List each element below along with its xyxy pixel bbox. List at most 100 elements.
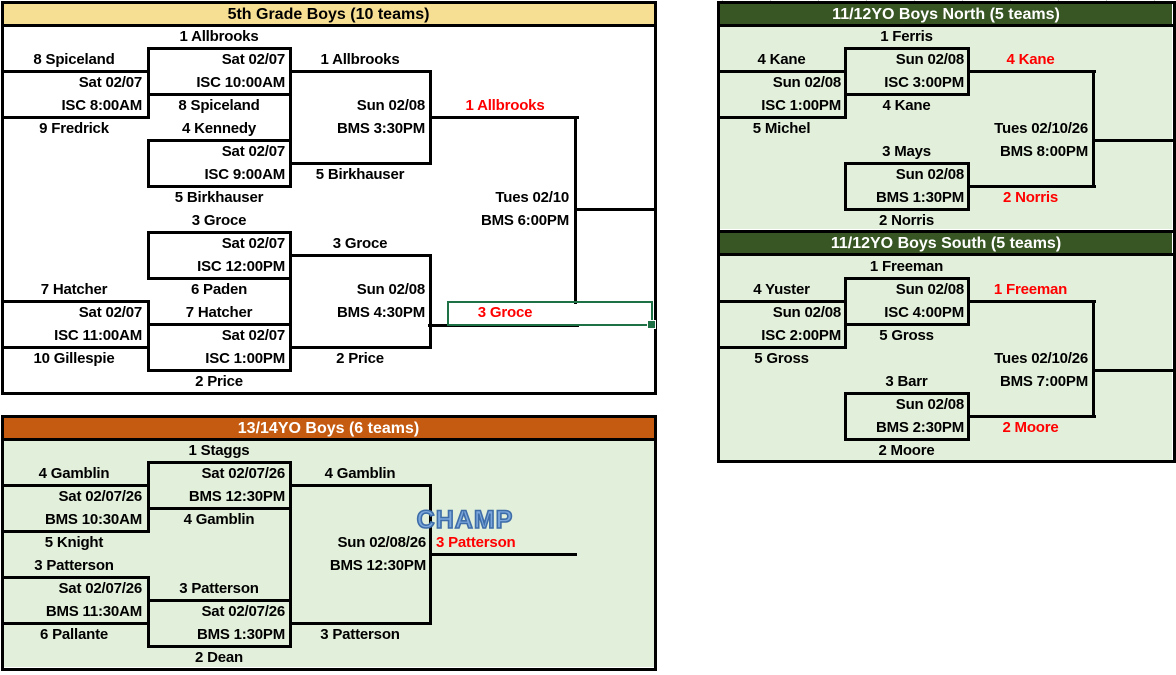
game-time-cell[interactable]: BMS 7:00PM (999, 373, 1088, 390)
team-cell[interactable]: 3 Patterson (34, 557, 114, 574)
game-time-cell[interactable]: BMS 2:30PM (875, 419, 964, 436)
game-time-cell[interactable]: ISC 1:00PM (761, 97, 841, 114)
winner-cell[interactable]: 3 Groce (477, 304, 533, 321)
team-cell[interactable]: 4 Yuster (753, 281, 810, 298)
winner-cell[interactable]: 3 Patterson (436, 534, 516, 551)
game-date-cell[interactable]: Tues 02/10/26 (994, 120, 1088, 137)
team-cell[interactable]: 5 Michel (752, 120, 811, 137)
winner-line (429, 116, 579, 119)
team-cell[interactable]: 6 Paden (190, 281, 248, 298)
game-date-cell[interactable]: Tues 02/10/26 (994, 350, 1088, 367)
team-cell[interactable]: 2 Dean (195, 649, 243, 666)
team-cell[interactable]: 5 Knight (44, 534, 104, 551)
team-cell[interactable]: 2 Price (195, 373, 243, 390)
game-time-cell[interactable]: BMS 11:30AM (45, 603, 142, 620)
team-cell[interactable]: 2 Price (336, 350, 384, 367)
team-cell[interactable]: 4 Kane (757, 51, 806, 68)
team-cell[interactable]: 9 Fredrick (39, 120, 109, 137)
team-cell[interactable]: 1 Ferris (880, 28, 933, 45)
team-cell[interactable]: 4 Gamblin (183, 511, 255, 528)
game-time-cell[interactable]: ISC 9:00AM (204, 166, 285, 183)
team-cell[interactable]: 4 Gamblin (324, 465, 396, 482)
bracket-line (717, 253, 1175, 256)
game-time-cell[interactable]: BMS 12:30PM (329, 557, 426, 574)
game-date-cell[interactable]: Sun 02/08 (356, 97, 425, 114)
game-date-cell[interactable]: Tues 02/10 (495, 189, 569, 206)
bracket-box (1, 415, 657, 671)
team-cell[interactable]: 4 Kennedy (181, 120, 257, 137)
team-cell[interactable]: 1 Freeman (869, 258, 944, 275)
game-time-cell[interactable]: BMS 6:00PM (480, 212, 569, 229)
game-date-cell[interactable]: Sat 02/07/26 (201, 603, 286, 620)
team-cell[interactable]: 1 Allbrooks (179, 28, 259, 45)
game-date-cell[interactable]: Sat 02/07/26 (58, 488, 143, 505)
game-date-cell[interactable]: Sat 02/07 (221, 143, 285, 160)
team-cell[interactable]: 3 Mays (882, 143, 931, 160)
team-cell[interactable]: 8 Spiceland (33, 51, 115, 68)
team-cell[interactable]: 3 Groce (332, 235, 388, 252)
game-date-cell[interactable]: Sun 02/08/26 (337, 534, 427, 551)
game-date-cell[interactable]: Sun 02/08 (895, 166, 964, 183)
team-cell[interactable]: 5 Birkhauser (315, 166, 405, 183)
game-time-cell[interactable]: BMS 1:30PM (875, 189, 964, 206)
team-cell[interactable]: 3 Groce (191, 212, 247, 229)
game-time-cell[interactable]: BMS 4:30PM (336, 304, 425, 321)
winner-cell[interactable]: 2 Norris (1002, 189, 1059, 206)
team-cell[interactable]: 1 Allbrooks (320, 51, 400, 68)
team-cell[interactable]: 6 Pallante (39, 626, 109, 643)
team-cell[interactable]: 3 Patterson (179, 580, 259, 597)
game-date-cell[interactable]: Sat 02/07/26 (58, 580, 143, 597)
game-time-cell[interactable]: ISC 8:00AM (61, 97, 142, 114)
selected-cell[interactable] (447, 301, 656, 329)
team-cell[interactable]: 8 Spiceland (178, 97, 260, 114)
game-time-cell[interactable]: BMS 10:30AM (45, 511, 142, 528)
match-box (289, 254, 432, 349)
game-date-cell[interactable]: Sat 02/07 (221, 327, 285, 344)
game-time-cell[interactable]: ISC 2:00PM (761, 327, 841, 344)
winner-cell[interactable]: 1 Freeman (993, 281, 1068, 298)
winner-cell[interactable]: 4 Kane (1006, 51, 1055, 68)
team-cell[interactable]: 10 Gillespie (33, 350, 115, 367)
team-cell[interactable]: 5 Birkhauser (174, 189, 264, 206)
team-cell[interactable]: 3 Patterson (320, 626, 400, 643)
game-date-cell[interactable]: Sat 02/07 (221, 235, 285, 252)
game-date-cell[interactable]: Sat 02/07/26 (201, 465, 286, 482)
game-time-cell[interactable]: ISC 11:00AM (54, 327, 142, 344)
team-cell[interactable]: 4 Kane (882, 97, 931, 114)
team-cell[interactable]: 5 Gross (879, 327, 934, 344)
game-date-cell[interactable]: Sat 02/07 (221, 51, 285, 68)
game-date-cell[interactable]: Sun 02/08 (772, 74, 841, 91)
game-date-cell[interactable]: Sat 02/07 (78, 304, 142, 321)
game-time-cell[interactable]: ISC 12:00PM (197, 258, 285, 275)
game-date-cell[interactable]: Sat 02/07 (78, 74, 142, 91)
team-cell[interactable]: 2 Moore (878, 442, 935, 459)
game-date-cell[interactable]: Sun 02/08 (356, 281, 425, 298)
team-cell[interactable]: 3 Barr (885, 373, 928, 390)
team-cell[interactable]: 5 Gross (754, 350, 809, 367)
fill-handle[interactable] (647, 320, 656, 329)
game-time-cell[interactable]: BMS 1:30PM (196, 626, 285, 643)
team-cell[interactable]: 1 Staggs (188, 442, 250, 459)
winner-cell[interactable]: 1 Allbrooks (465, 97, 545, 114)
game-time-cell[interactable]: BMS 3:30PM (336, 120, 425, 137)
bracket-line (717, 24, 1175, 27)
champ-wordart[interactable]: CHAMP (416, 506, 514, 534)
team-cell[interactable]: 7 Hatcher (185, 304, 253, 321)
game-time-cell[interactable]: ISC 3:00PM (884, 74, 964, 91)
team-cell[interactable]: 7 Hatcher (40, 281, 108, 298)
bracket-line (1, 438, 656, 441)
game-time-cell[interactable]: ISC 4:00PM (884, 304, 964, 321)
game-date-cell[interactable]: Sun 02/08 (895, 281, 964, 298)
game-time-cell[interactable]: BMS 8:00PM (999, 143, 1088, 160)
team-cell[interactable]: 4 Gamblin (38, 465, 110, 482)
game-time-cell[interactable]: BMS 12:30PM (188, 488, 285, 505)
game-time-cell[interactable]: ISC 1:00PM (205, 350, 285, 367)
game-date-cell[interactable]: Sun 02/08 (895, 396, 964, 413)
game-date-cell[interactable]: Sun 02/08 (772, 304, 841, 321)
team-cell[interactable]: 2 Norris (878, 212, 935, 229)
game-time-cell[interactable]: ISC 10:00AM (196, 74, 285, 91)
game-date-cell[interactable]: Sun 02/08 (895, 51, 964, 68)
winner-cell[interactable]: 2 Moore (1002, 419, 1059, 436)
champion-line (1092, 369, 1175, 372)
